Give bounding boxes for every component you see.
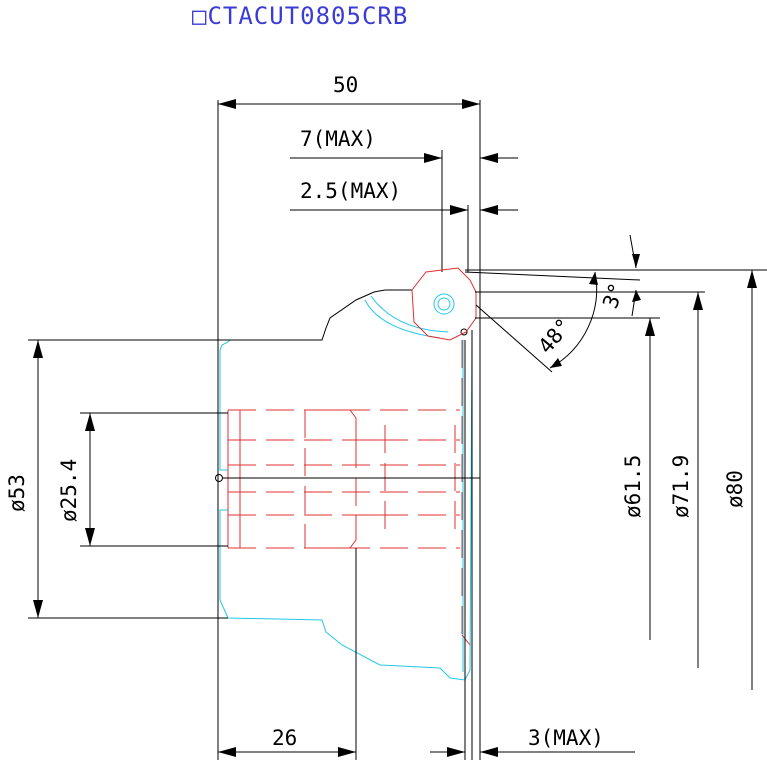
dimension-dia-53 bbox=[28, 339, 228, 619]
dim-2-5max-label: 2.5(MAX) bbox=[300, 179, 401, 203]
dim-dia80-label: ø80 bbox=[723, 470, 747, 508]
dimension-26 bbox=[218, 548, 357, 760]
dimension-3-max bbox=[430, 747, 635, 757]
dimension-50 bbox=[218, 99, 480, 109]
dim-dia71-9-label: ø71.9 bbox=[669, 455, 693, 518]
dim-dia53-label: ø53 bbox=[5, 474, 29, 512]
dim-7max-label: 7(MAX) bbox=[300, 127, 376, 151]
dim-dia25-4-label: ø25.4 bbox=[57, 459, 81, 522]
dimension-7-max bbox=[290, 153, 518, 163]
angle-construction-lines bbox=[464, 234, 767, 373]
dim-50-label: 50 bbox=[333, 73, 358, 97]
dimension-dia-80 bbox=[747, 270, 757, 690]
drawing-title: □CTACUT0805CRB bbox=[192, 2, 408, 30]
cutting-insert bbox=[411, 267, 477, 341]
holder-body-outline bbox=[219, 293, 473, 681]
dim-26-label: 26 bbox=[272, 726, 297, 750]
dimension-dia-71-9 bbox=[693, 292, 703, 668]
dim-dia61-5-label: ø61.5 bbox=[621, 455, 645, 518]
angle-48-label: 48° bbox=[533, 314, 576, 358]
dim-3max-label: 3(MAX) bbox=[528, 726, 604, 750]
angle-3-label: 3° bbox=[598, 280, 629, 312]
dimension-dia-25-4 bbox=[80, 412, 228, 547]
dimension-dia-61-5 bbox=[645, 318, 655, 640]
cutter-body-outline bbox=[215, 100, 481, 760]
dimension-2-5-max bbox=[290, 205, 518, 215]
angle-arrows bbox=[550, 254, 641, 368]
hidden-bore-lines bbox=[227, 340, 471, 646]
